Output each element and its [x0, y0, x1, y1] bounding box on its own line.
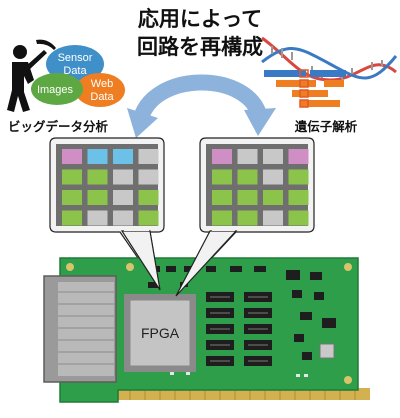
- grid-cell-purple: [288, 149, 309, 164]
- title-line-1: 応用によって: [138, 7, 262, 31]
- svg-text:Sensor: Sensor: [58, 52, 93, 64]
- grid-cell-gray: [138, 149, 159, 164]
- title-line-2: 回路を再構成: [137, 35, 263, 59]
- svg-text:Data: Data: [90, 91, 114, 103]
- curved-double-arrow-icon: [127, 74, 276, 138]
- genome-caption: 遺伝子解析: [294, 119, 358, 134]
- grid-cell-green: [212, 190, 232, 205]
- grid-cell-green: [288, 169, 309, 185]
- grid-cell-green: [62, 210, 82, 226]
- sequence-alignment-icon: [264, 69, 346, 108]
- grid-cell-green: [62, 169, 82, 185]
- grid-cell-gray: [237, 149, 258, 164]
- grid-cell-gray: [263, 169, 283, 185]
- grid-cell-green: [138, 210, 159, 226]
- grid-cell-green: [212, 210, 232, 226]
- grid-cell-gray: [263, 149, 283, 164]
- images-blob: Images: [31, 73, 83, 105]
- fpga-chip: FPGA: [124, 294, 196, 372]
- grid-cell-green: [138, 190, 159, 205]
- grid-cell-gray: [113, 210, 133, 226]
- grid-cell-green: [87, 190, 108, 205]
- fpga-board: FPGA: [43, 257, 370, 403]
- grid-cell-gray: [138, 169, 159, 185]
- grid-cell-purple: [62, 149, 82, 164]
- grid-cell-blue: [113, 149, 133, 164]
- svg-text:Data: Data: [63, 65, 87, 77]
- grid-cell-purple: [212, 149, 232, 164]
- grid-cell-green: [288, 190, 309, 205]
- grid-cell-gray: [263, 210, 283, 226]
- grid-cell-gray: [87, 210, 108, 226]
- grid-cell-blue: [87, 149, 108, 164]
- big-data-caption: ビッグデータ分析: [8, 119, 109, 134]
- grid-cell-green: [87, 169, 108, 185]
- grid-cell-green: [237, 190, 258, 205]
- data-miner-icon: [7, 39, 56, 112]
- fpga-chip-label: FPGA: [141, 325, 180, 341]
- grid-cell-gray: [113, 190, 133, 205]
- svg-text:Web: Web: [91, 78, 113, 90]
- left-circuit-grid: [62, 149, 159, 226]
- right-circuit-grid: [212, 149, 309, 226]
- grid-cell-gray: [113, 169, 133, 185]
- grid-cell-green: [62, 190, 82, 205]
- grid-cell-green: [263, 190, 283, 205]
- grid-cell-green: [237, 169, 258, 185]
- grid-cell-green: [212, 169, 232, 185]
- grid-cell-green: [288, 210, 309, 226]
- svg-text:Images: Images: [37, 84, 74, 96]
- web-data-blob: Web Data: [75, 73, 125, 107]
- grid-cell-green: [237, 210, 258, 226]
